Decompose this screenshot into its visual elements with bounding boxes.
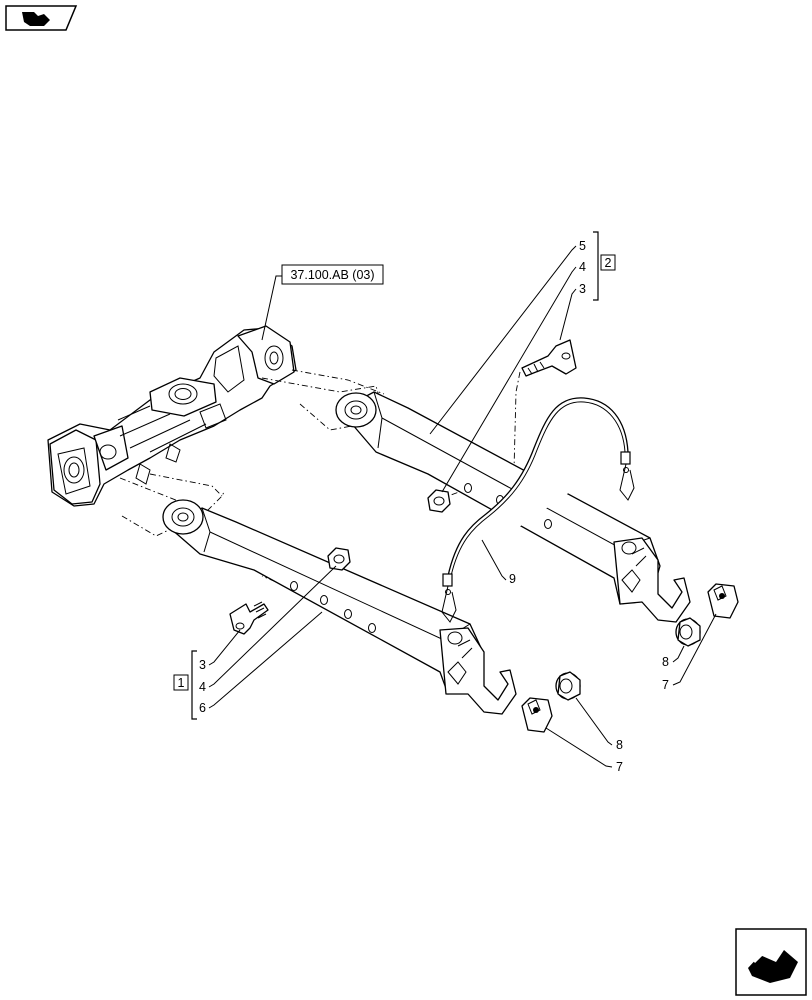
callout-4-bottom: 4: [199, 680, 206, 694]
callout-9[interactable]: 9: [481, 539, 516, 586]
nut-left: [327, 547, 351, 571]
next-page-icon[interactable]: [735, 928, 807, 996]
callout-5: 5: [579, 239, 586, 253]
callout-8-right[interactable]: 8: [662, 645, 685, 669]
callout-7-middle-label: 7: [616, 760, 623, 774]
left-lower-link: [162, 499, 517, 715]
callout-8-middle[interactable]: 8: [575, 697, 623, 752]
washer-right: [675, 617, 701, 647]
retaining-cable: [441, 397, 635, 623]
reference-label: 37.100.AB (03): [290, 268, 374, 282]
bolt-left: [229, 601, 269, 635]
callout-6: 6: [199, 701, 206, 715]
nut-right: [427, 489, 451, 513]
shell-right: [707, 583, 739, 619]
callout-7-middle[interactable]: 7: [545, 727, 623, 774]
reference-callout[interactable]: 37.100.AB (03): [261, 264, 384, 341]
callout-3-bottom: 3: [199, 658, 206, 672]
callout-3-top: 3: [579, 282, 586, 296]
right-lower-link: [335, 391, 691, 623]
callout-8-middle-label: 8: [616, 738, 623, 752]
callout-4-top: 4: [579, 260, 586, 274]
bolt-right: [521, 339, 577, 377]
washer-middle: [555, 671, 581, 701]
cross-member: [47, 325, 297, 507]
group-2-number: 2: [605, 256, 612, 270]
shell-middle: [521, 697, 553, 733]
group-2-callout[interactable]: 2 5 4 3: [429, 231, 616, 493]
previous-page-icon[interactable]: [5, 5, 78, 31]
callout-7-right-label: 7: [662, 678, 669, 692]
group-1-callout[interactable]: 1 3 4 6: [173, 565, 337, 720]
callout-9-label: 9: [509, 572, 516, 586]
group-1-number: 1: [178, 676, 185, 690]
callout-8-right-label: 8: [662, 655, 669, 669]
callout-7-right[interactable]: 7: [662, 613, 717, 692]
